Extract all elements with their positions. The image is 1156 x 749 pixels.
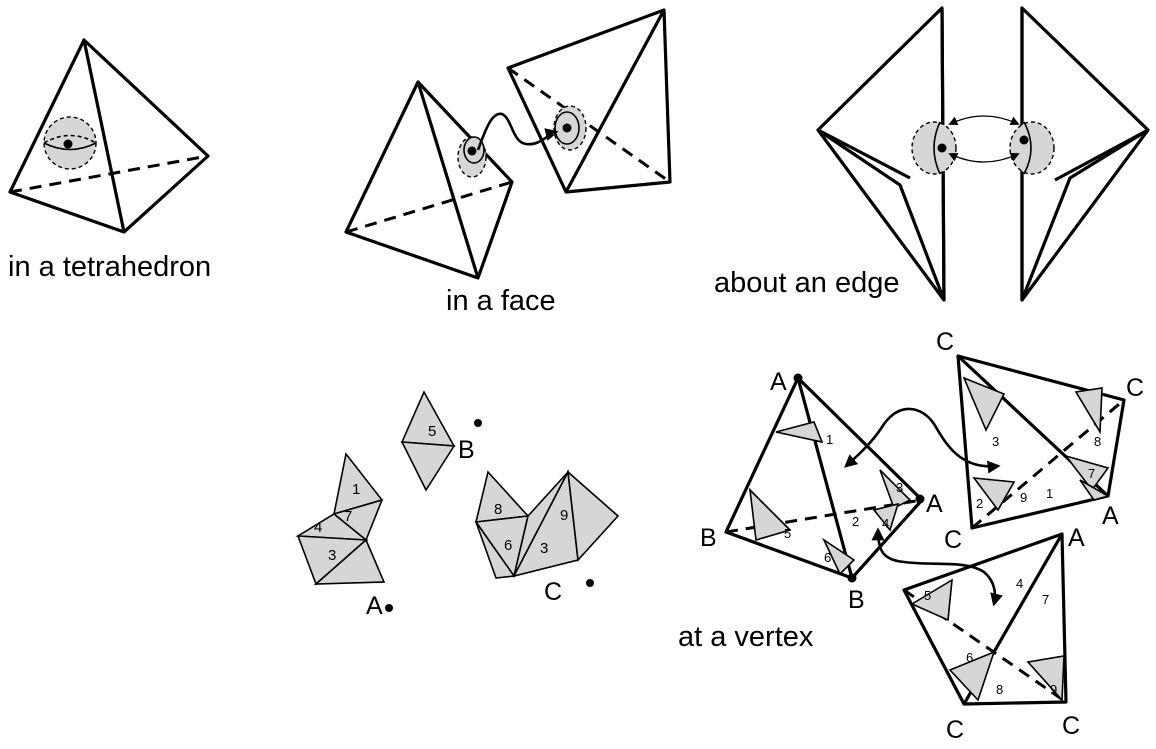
link-cluster-1734: 1 7 4 3	[298, 454, 384, 584]
tetrahedron-left	[346, 82, 512, 278]
vertex-left-label-3: 3	[896, 480, 903, 495]
vertex-tr-label-3: 3	[992, 434, 999, 449]
panel-vertex: 1 5 6 2 4 3 A B B A at a vertex 3 8 7 2	[678, 328, 1144, 744]
edge-arrow-bottom	[950, 154, 1018, 162]
vertex-label-a4: A	[1068, 524, 1085, 552]
vertex-br-label-6: 6	[966, 650, 973, 665]
vertex-label-b1: B	[700, 524, 717, 552]
link-label-8: 8	[494, 501, 502, 518]
vertex-br-label-9: 9	[1050, 682, 1057, 697]
link-label-3: 3	[328, 547, 336, 564]
tetrahedron-1	[10, 40, 208, 232]
vertex-tetrahedron-left: 1 5 6 2 4 3	[726, 374, 925, 583]
vertex-label-c4: C	[946, 716, 964, 744]
vertex-dot-b	[474, 419, 482, 427]
link-vertex-label-c: C	[544, 578, 562, 606]
link-cluster-8639: 8 6 3 9	[476, 472, 618, 578]
link-label-5: 5	[428, 423, 436, 440]
vertex-arrow-top	[846, 409, 998, 466]
vertex-br-label-8: 8	[996, 682, 1003, 697]
vertex-tr-label-1: 1	[1046, 486, 1053, 501]
vertex-label-a3: A	[1102, 502, 1119, 530]
edge-ball-right	[1010, 122, 1054, 174]
vertex-br-label-5: 5	[924, 588, 931, 603]
vertex-tr-label-9: 9	[1020, 490, 1027, 505]
vertex-left-label-4: 4	[882, 516, 889, 531]
link-label-6: 6	[504, 537, 512, 554]
face-half-ball-right	[554, 106, 586, 150]
link-vertex-label-a: A	[366, 592, 383, 620]
caption-vertex: at a vertex	[678, 621, 814, 653]
vertex-label-c3: C	[944, 526, 962, 554]
tetrahedron-right	[508, 10, 670, 192]
edge-ball-left	[912, 122, 956, 174]
vertex-left-label-2: 2	[852, 514, 859, 529]
vertex-label-c2: C	[1126, 374, 1144, 402]
panel-tetrahedron: in a tetrahedron	[8, 40, 211, 283]
vertex-dot-a	[385, 604, 393, 612]
caption-tetrahedron: in a tetrahedron	[8, 251, 211, 283]
vertex-br-label-7: 7	[1042, 592, 1049, 607]
interior-ball	[44, 117, 96, 169]
vertex-br-label-4: 4	[1016, 576, 1023, 591]
vertex-label-c1: C	[936, 328, 954, 356]
panel-face: in a face	[346, 10, 670, 317]
link-label-9: 9	[560, 507, 568, 524]
vertex-tr-label-2: 2	[976, 496, 983, 511]
vertex-left-label-1: 1	[826, 432, 833, 447]
link-label-1: 1	[352, 481, 360, 498]
vertex-label-a1: A	[770, 368, 787, 396]
vertex-dot-c	[586, 579, 594, 587]
link-label-4: 4	[314, 519, 322, 536]
vertex-tr-label-7: 7	[1088, 466, 1095, 481]
panel-link: 1 7 4 3 5 8 6 3 9 B A C	[298, 392, 618, 620]
vertex-tetrahedron-top-right: 3 8 7 2 9 1	[958, 356, 1124, 528]
link-label-7: 7	[344, 508, 352, 525]
vertex-label-b2: B	[848, 586, 865, 614]
link-label-3b: 3	[540, 540, 548, 557]
caption-edge: about an edge	[714, 267, 899, 299]
caption-face: in a face	[446, 285, 556, 317]
vertex-left-label-5: 5	[784, 526, 791, 541]
vertex-left-label-6: 6	[824, 550, 831, 565]
vertex-tetrahedron-bottom-right: 5 4 7 6 8 9	[904, 534, 1066, 704]
link-cluster-5: 5	[402, 392, 454, 490]
vertex-tr-label-8: 8	[1094, 434, 1101, 449]
panel-edge: about an edge	[714, 8, 1148, 300]
vertex-label-a2: A	[926, 490, 943, 518]
link-vertex-label-b: B	[458, 436, 475, 464]
edge-arrow-top	[950, 116, 1018, 124]
vertex-label-c5: C	[1062, 712, 1080, 740]
